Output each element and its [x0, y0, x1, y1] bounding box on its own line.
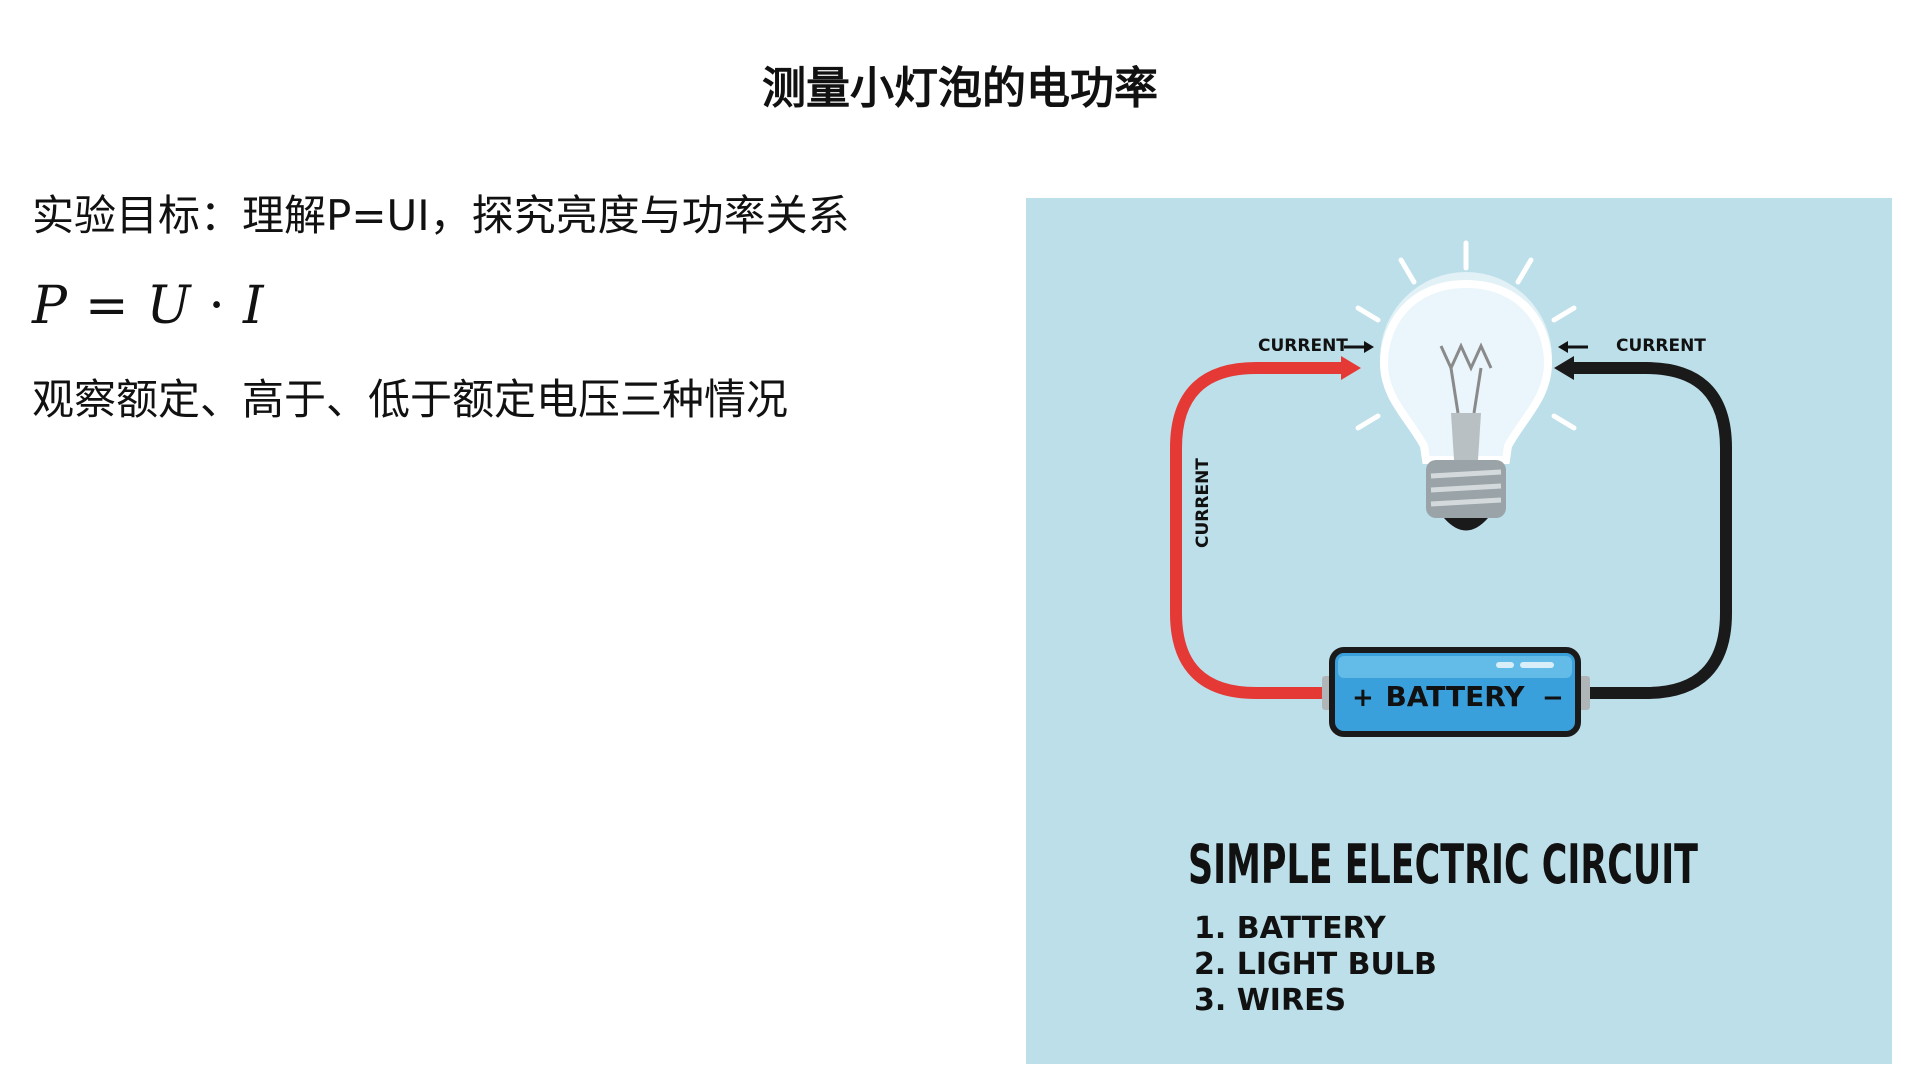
- figure-list-item: 1. BATTERY: [1194, 911, 1387, 946]
- formula-u: U: [146, 276, 191, 336]
- current-label-wire: CURRENT: [1193, 458, 1213, 548]
- figure-list-item: 3. WIRES: [1194, 983, 1346, 1018]
- battery-plus: +: [1352, 683, 1374, 713]
- positive-wire: [1170, 362, 1352, 699]
- current-arrow-right-icon: [1558, 341, 1588, 353]
- battery-icon: [1322, 647, 1590, 737]
- battery-label: BATTERY: [1385, 680, 1525, 713]
- goal-text: 实验目标：理解P=UI，探究亮度与功率关系: [32, 191, 850, 240]
- battery-minus: −: [1542, 683, 1564, 713]
- power-formula: P = U · I: [32, 274, 992, 338]
- positive-wire-arrow: [1341, 356, 1361, 380]
- formula-dot: ·: [208, 276, 225, 336]
- current-arrow-left-icon: [1344, 341, 1374, 353]
- text-panel: 实验目标：理解P=UI，探究亮度与功率关系 P = U · I 观察额定、高于、低于额定…: [32, 188, 992, 428]
- current-label-right: CURRENT: [1616, 336, 1706, 356]
- current-label-left: CURRENT: [1258, 336, 1348, 356]
- figure-heading: SIMPLE ELECTRIC CIRCUIT: [1188, 833, 1698, 896]
- slide-title: 测量小灯泡的电功率: [762, 63, 1158, 114]
- negative-wire-arrow: [1554, 356, 1574, 380]
- light-bulb-icon: [1355, 240, 1577, 531]
- negative-wire: [1565, 362, 1732, 699]
- conditions-text: 观察额定、高于、低于额定电压三种情况: [32, 375, 789, 424]
- circuit-illustration: CURRENT CURRENT CURRENT: [1026, 198, 1892, 1064]
- figure-list-item: 2. LIGHT BULB: [1194, 947, 1437, 982]
- formula-i: I: [242, 276, 264, 336]
- circuit-svg: CURRENT CURRENT CURRENT: [1170, 240, 1732, 1018]
- formula-equals: =: [85, 276, 129, 336]
- formula-p: P: [32, 276, 67, 336]
